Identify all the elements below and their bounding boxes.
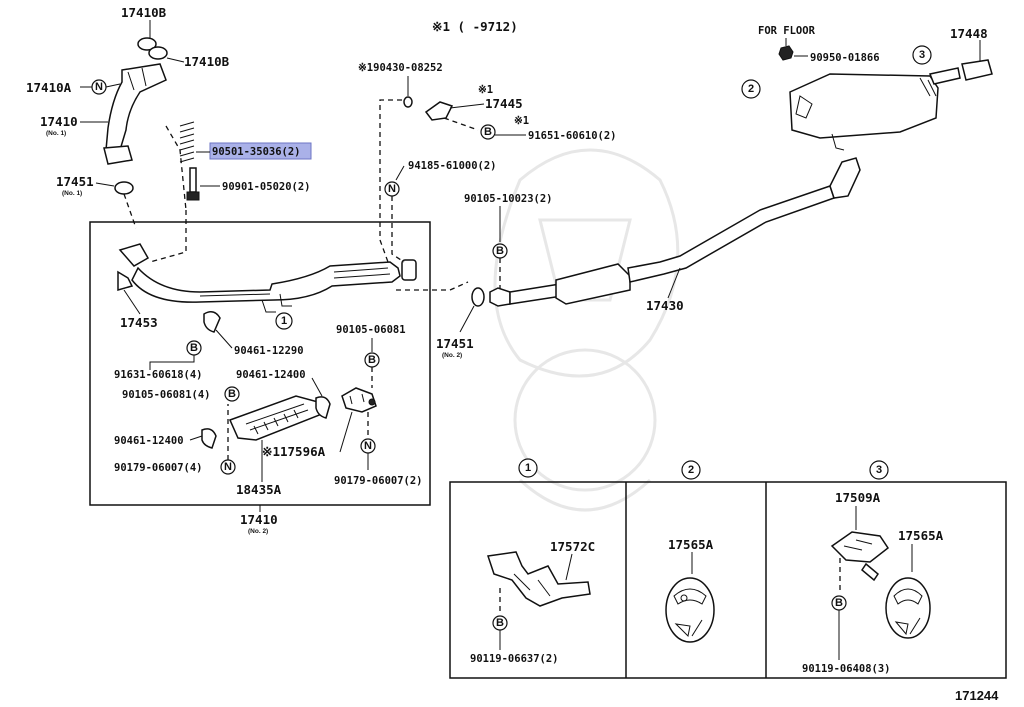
label-17451-top: 17451 [56, 174, 94, 189]
bolt-90901 [186, 167, 200, 201]
label-for-floor: FOR FLOOR [758, 25, 816, 37]
tail-tip-17448 [961, 59, 993, 81]
detail-box [449, 481, 1007, 679]
label-17451-mid-sub: (No. 2) [442, 352, 462, 359]
label-17410-top: 17410 [40, 114, 78, 129]
marker-2-top [741, 79, 761, 99]
label-90901: 90901-05020(2) [222, 181, 311, 193]
label-90501: 90501-35036(2) [212, 146, 301, 158]
heat-shield-18435a [228, 395, 323, 441]
label-18435a: 18435A [236, 482, 282, 497]
label-90105-4: 90105-06081(4) [122, 389, 211, 401]
svg-text:N: N [224, 461, 232, 473]
label-17565a-b: 17565A [898, 528, 944, 543]
marker-2-detail [681, 460, 701, 480]
gasket-17445 [424, 101, 454, 121]
label-90105-06081: 90105-06081 [336, 324, 406, 336]
marker-1-pipe [275, 312, 293, 330]
label-17453: 17453 [120, 315, 158, 330]
svg-text:B: B [496, 245, 504, 257]
header-note: ※1 ( -9712) [432, 19, 518, 34]
svg-text:B: B [190, 342, 198, 354]
rubber-hanger-a [665, 577, 715, 643]
hanger-bracket-17572c [487, 551, 591, 607]
label-90119-06408: 90119-06408(3) [802, 663, 891, 675]
label-17410-bot-sub: (No. 2) [248, 528, 268, 535]
label-17410a: 17410A [26, 80, 72, 95]
marker-b-90105-4 [224, 386, 240, 402]
label-91651: 91651-60610(2) [528, 130, 617, 142]
label-90461-12290: 90461-12290 [234, 345, 304, 357]
figure-id: 171244 [955, 688, 999, 703]
svg-text:B: B [368, 354, 376, 366]
label-17445-mark: ※1 [478, 84, 493, 96]
rubber-hanger-b [885, 577, 931, 639]
label-17509a: 17509A [835, 490, 881, 505]
label-90461-12400-b: 90461-12400 [114, 435, 184, 447]
label-17430: 17430 [646, 298, 684, 313]
marker-3-detail [869, 460, 889, 480]
svg-text:N: N [95, 81, 103, 93]
label-17451-mid: 17451 [436, 336, 474, 351]
label-17572c: 17572C [550, 539, 595, 554]
svg-text:2: 2 [688, 464, 694, 476]
marker-b-91651 [480, 124, 496, 140]
label-17596a: ※117596A [262, 444, 326, 459]
label-90119-06637: 90119-06637(2) [470, 653, 559, 665]
label-90179-2: 90179-06007(2) [334, 475, 423, 487]
svg-text:B: B [835, 597, 843, 609]
label-91631: 91631-60618(4) [114, 369, 203, 381]
label-17565a-a: 17565A [668, 537, 714, 552]
label-17410b-b: 17410B [184, 54, 230, 69]
gasket-17451-mid [471, 287, 485, 307]
gasket-17410b-a [137, 37, 157, 51]
label-17448: 17448 [950, 26, 988, 41]
gasket-90461-12400-a [315, 396, 331, 419]
label-90461-12400-a: 90461-12400 [236, 369, 306, 381]
label-94185: 94185-61000(2) [408, 160, 497, 172]
svg-text:B: B [496, 617, 504, 629]
gasket-90461-12290 [203, 311, 221, 333]
svg-text:B: B [228, 388, 236, 400]
label-90950: 90950-01866 [810, 52, 880, 64]
svg-text:1: 1 [525, 462, 531, 474]
highlight-90501 [209, 142, 312, 160]
label-17445: 17445 [485, 96, 523, 111]
gasket-90461-12400-b [201, 428, 217, 449]
ring-90430 [403, 96, 413, 108]
svg-text:N: N [388, 183, 396, 195]
svg-text:2: 2 [748, 83, 754, 95]
spring-90501 [179, 121, 195, 163]
label-90105-10023: 90105-10023(2) [464, 193, 553, 205]
label-90430: ※190430-08252 [358, 62, 443, 74]
marker-1-detail [518, 458, 538, 478]
label-17451-top-sub: (No. 1) [62, 190, 82, 197]
label-17410-bot: 17410 [240, 512, 278, 527]
bracket-17596a [341, 387, 377, 413]
label-90179-4: 90179-06007(4) [114, 462, 203, 474]
pipe-assembly [117, 243, 417, 313]
label-17410b-a: 17410B [121, 5, 167, 20]
muffler [789, 67, 961, 151]
svg-text:1: 1 [281, 315, 287, 327]
front-pipe-17410 [103, 63, 167, 165]
bracket-17509a [830, 531, 890, 582]
svg-text:B: B [484, 126, 492, 138]
svg-text:3: 3 [876, 464, 882, 476]
label-17410-top-sub: (No. 1) [46, 130, 66, 137]
gasket-17451-top [114, 181, 134, 195]
watermark-emblem [493, 148, 680, 512]
label-91651-mark: ※1 [514, 115, 529, 127]
marker-3-top [912, 45, 932, 65]
bolt-90950 [778, 45, 794, 61]
svg-text:N: N [364, 440, 372, 452]
svg-text:3: 3 [919, 49, 925, 61]
gasket-17410b-b [148, 46, 168, 60]
center-pipe-17430 [489, 157, 861, 307]
